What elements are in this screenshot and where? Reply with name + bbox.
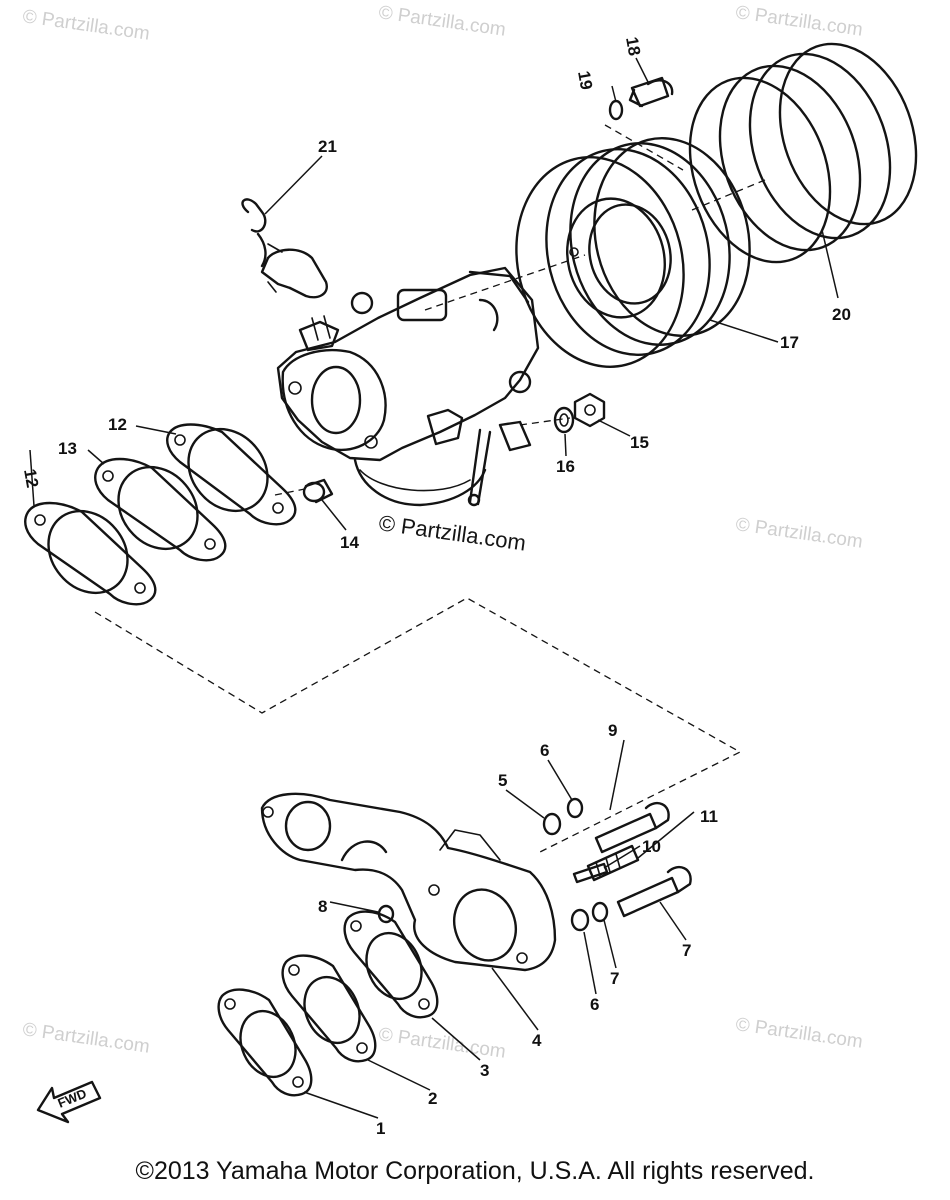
callout-4: 4	[532, 1031, 542, 1050]
washer-5-upper	[542, 812, 562, 836]
spacer-14	[302, 478, 334, 504]
callout-16: 16	[556, 457, 575, 476]
watermarks: © Partzilla.com © Partzilla.com © Partzi…	[21, 2, 864, 1063]
callout-10: 10	[642, 837, 661, 856]
upper-gasket-13	[94, 457, 227, 562]
watermark: © Partzilla.com	[377, 1024, 507, 1063]
choke-cable-part	[241, 198, 283, 268]
callout-6-upper: 6	[540, 741, 549, 760]
callout-8: 8	[318, 897, 327, 916]
callout-1: 1	[376, 1119, 385, 1138]
washer-19	[608, 99, 624, 121]
callout-14: 14	[340, 533, 359, 552]
lower-gasket-2	[281, 954, 377, 1063]
washer-6-upper	[566, 797, 584, 819]
intake-manifold	[260, 792, 557, 972]
rings	[688, 42, 918, 264]
watermark: © Partzilla.com	[734, 514, 864, 553]
callout-12-top: 12	[108, 415, 127, 434]
callout-20: 20	[832, 305, 851, 324]
callout-7: 7	[682, 941, 691, 960]
callout-2: 2	[428, 1089, 437, 1108]
callout-5-lower: 6	[590, 995, 599, 1014]
watermark: © Partzilla.com	[734, 1014, 864, 1053]
bolt-7	[616, 865, 692, 918]
lower-gasket-1	[217, 988, 313, 1097]
watermark: © Partzilla.com	[21, 1019, 151, 1058]
nut-15	[573, 392, 606, 428]
callout-19: 19	[574, 69, 596, 91]
callout-9: 9	[608, 721, 617, 740]
callout-3: 3	[480, 1061, 489, 1080]
callout-6-lower: 7	[610, 969, 619, 988]
bolt-9	[594, 801, 670, 854]
watermark: © Partzilla.com	[21, 6, 151, 45]
callout-21: 21	[318, 137, 337, 156]
copyright-notice: ©2013 Yamaha Motor Corporation, U.S.A. A…	[135, 1157, 815, 1185]
watermark: © Partzilla.com	[377, 2, 507, 41]
callout-12-left: 12	[20, 467, 42, 489]
lower-gasket-3	[343, 910, 439, 1019]
callout-numbers: 21 19 18 20 17 15 16 12 13 12 14 9 6 5 1…	[20, 35, 851, 1138]
stud-10	[572, 862, 609, 884]
upper-gasket-12-left	[24, 501, 157, 606]
fwd-label: FWD	[56, 1086, 89, 1111]
washer-6-lower	[591, 901, 609, 923]
bolt-18	[628, 76, 674, 108]
washer-5-lower	[570, 908, 590, 932]
carburetor	[260, 248, 540, 507]
callout-11: 11	[700, 807, 718, 826]
pulley	[515, 137, 751, 368]
upper-gasket-12-right	[166, 423, 297, 526]
callout-13: 13	[58, 439, 77, 458]
callout-15: 15	[630, 433, 649, 452]
leader-lines	[29, 57, 839, 1119]
watermark-center: © Partzilla.com	[377, 510, 527, 555]
forward-arrow-icon: FWD	[36, 1080, 102, 1124]
washer-16	[553, 406, 575, 434]
callout-17: 17	[780, 333, 799, 352]
watermark: © Partzilla.com	[734, 2, 864, 41]
callout-18: 18	[622, 35, 644, 57]
callout-5-upper: 5	[498, 771, 507, 790]
